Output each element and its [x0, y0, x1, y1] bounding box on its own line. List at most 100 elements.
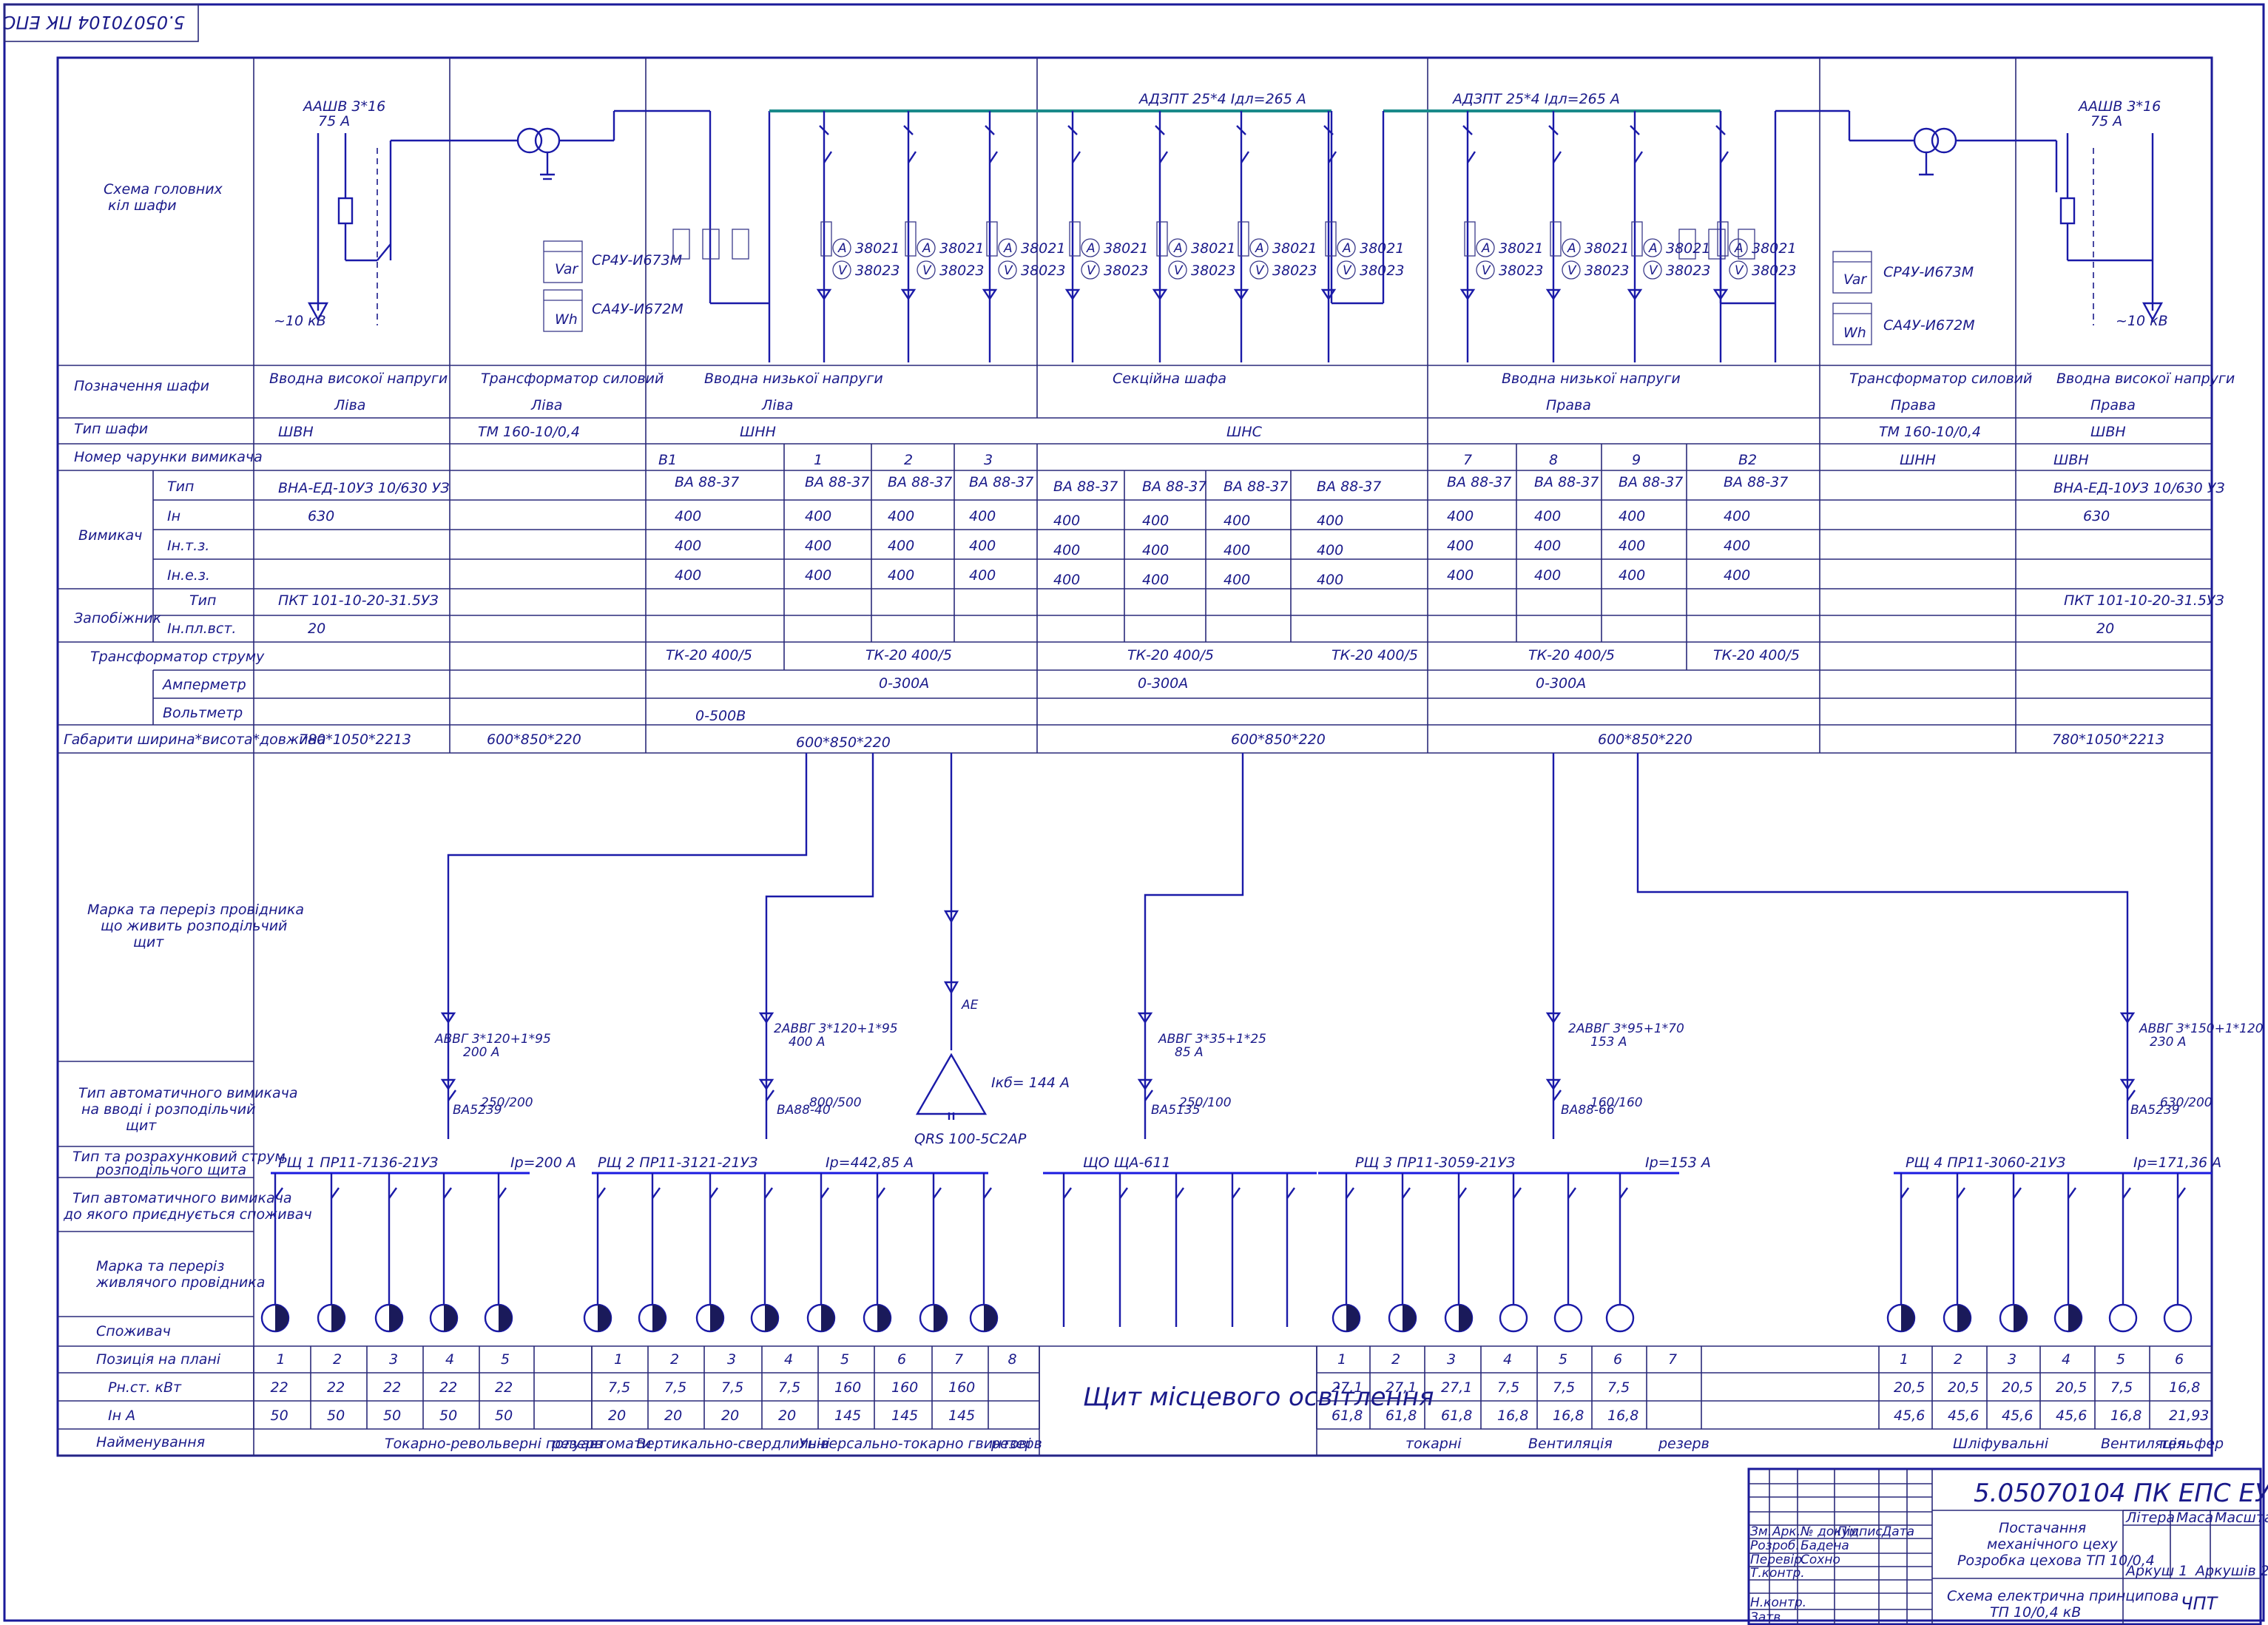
ct-icon-left-1 — [672, 229, 690, 260]
fuse-type-left: ПКТ 101-10-20-31.5УЗ — [278, 592, 439, 609]
power-cell: 20,5 — [1948, 1379, 1979, 1396]
voltmeter-icon — [1729, 260, 1748, 280]
current-cell: 50 — [383, 1408, 401, 1424]
position-cell: 4 — [784, 1351, 793, 1368]
row-breaker-iem-label: Iн.е.з. — [167, 567, 210, 584]
title-line4: Схема електрична принципова — [1947, 1588, 2178, 1604]
hv-right-current: 75 А — [2090, 113, 2122, 129]
voltmeter-code: 38023 — [1666, 263, 1710, 279]
motor-fill-icon — [598, 1305, 611, 1331]
capbank-current: Iкб= 144 А — [991, 1075, 1070, 1091]
brk4-value: 160/160 — [1590, 1095, 1643, 1110]
consumer-name: Вертикально-свердлильні — [636, 1436, 830, 1452]
brk5: ВА5239 — [2130, 1103, 2180, 1118]
voltmeter-icon — [1643, 260, 1662, 280]
mass: Маса — [2176, 1510, 2213, 1526]
brk-type-3: ВА 88-37 — [969, 474, 1033, 490]
breaker-current-400: 400 — [1447, 538, 1474, 554]
sheets: Аркушів 2 — [2194, 1563, 2268, 1579]
current-cell: 20 — [778, 1408, 796, 1424]
breaker-current-400: 400 — [1619, 508, 1645, 524]
voltmeter-icon — [1337, 260, 1356, 280]
wh-meter-left-name: СА4У-И672М — [592, 301, 684, 317]
brk-type-s4: ВА 88-37 — [1317, 479, 1381, 495]
ammeter-symbol: A — [1173, 241, 1183, 256]
outbreaker-label-1: Тип автоматичного вимикача — [72, 1190, 291, 1206]
dim-sectional: 600*850*220 — [1231, 732, 1326, 748]
ct-7: ТК-20 400/5 — [1528, 647, 1615, 663]
row-scheme-label-1: Схема головних — [104, 181, 223, 197]
motor-fill-icon — [1403, 1305, 1416, 1331]
power-cell: 7,5 — [1607, 1379, 1630, 1396]
cable5: АВВГ 3*150+1*120 — [2139, 1021, 2264, 1036]
hdr-ark: Арк. — [1772, 1524, 1800, 1539]
breaker-current-400: 400 — [1317, 513, 1343, 529]
bus-right-label: АДЗПТ 25*4 Iдл=265 А — [1451, 91, 1620, 107]
feeder-cable — [447, 753, 808, 1139]
capacitor-triangle-icon — [915, 1053, 988, 1115]
corner-stamp — [4, 4, 199, 42]
power-label: Pн.ст. кВт — [108, 1379, 182, 1396]
supply-label-2: живлячого провідника — [95, 1274, 265, 1291]
wh-meter-right-label: Wh — [1843, 325, 1866, 341]
brk-type-1: ВА 88-37 — [805, 474, 869, 490]
consumer-name: Універсально-токарно гвинтові — [799, 1436, 1031, 1452]
voltmeter-symbol: V — [838, 263, 848, 278]
position-cell: 4 — [445, 1351, 454, 1368]
amm-range-3: 0-300А — [1536, 675, 1586, 692]
role-tk: Т.контр. — [1750, 1566, 1805, 1581]
power-cell: 22 — [327, 1379, 345, 1396]
ammeter-icon — [1337, 238, 1356, 257]
current-cell: 50 — [495, 1408, 513, 1424]
motor-fill-icon — [934, 1305, 947, 1331]
inbreaker-label-2: на вводі і розподільчий — [81, 1101, 255, 1118]
position-cell: 2 — [1954, 1351, 1962, 1368]
capacitor-bank — [915, 855, 988, 1120]
cab-tr-right: Трансформатор силовий — [1849, 371, 2032, 387]
current-cell: 50 — [327, 1408, 345, 1424]
dim-hv-right: 780*1050*2213 — [2052, 732, 2164, 748]
feeder-label-1: Марка та переріз провідника — [87, 902, 304, 918]
fuse-in-right: 20 — [2096, 621, 2114, 637]
row-scheme-label-2: кіл шафи — [108, 197, 177, 214]
position-cell: 1 — [1337, 1351, 1346, 1368]
brk3: ВА5135 — [1151, 1103, 1201, 1118]
breaker-current-400: 400 — [1224, 513, 1250, 529]
corner-stamp-text: 5.05070104 ПК ЕПС ЕУ — [0, 12, 185, 33]
ammeter-icon — [917, 238, 936, 257]
outbreaker-label-2: до якого приєднується споживач — [63, 1206, 312, 1223]
dim-hv-left: 780*1050*2213 — [299, 732, 411, 748]
position-cell: 3 — [389, 1351, 398, 1368]
motor-fill-icon — [984, 1305, 997, 1331]
current-transformer-icon — [1156, 221, 1168, 257]
voltmeter-icon — [1476, 260, 1495, 280]
consumer-name: токарні — [1405, 1436, 1462, 1452]
motor-fill-icon — [877, 1305, 891, 1331]
motor-fill-icon — [1459, 1305, 1472, 1331]
ct-s2: ТК-20 400/5 — [1332, 647, 1418, 663]
consumer-name: Шліфувальні — [1953, 1436, 2049, 1452]
breaker-current-400: 400 — [1534, 538, 1561, 554]
ammeter-code: 38021 — [939, 240, 984, 257]
breaker-current-400: 400 — [1619, 567, 1645, 584]
current-transformer-icon — [1717, 221, 1729, 257]
cab-lv-left: Вводна низької напруги — [704, 371, 883, 387]
ammeter-icon — [1168, 238, 1187, 257]
consumer-name: Вентиляція — [2101, 1436, 2185, 1452]
ammeter-symbol: A — [922, 241, 931, 256]
calc-label-2: розподільчого щита — [95, 1162, 246, 1178]
volt-range: 0-500В — [695, 708, 746, 724]
feeder-cable — [765, 753, 874, 1139]
title-line1: Постачання — [1999, 1520, 2086, 1536]
voltmeter-icon — [1081, 260, 1100, 280]
type-shvn-left: ШВН — [278, 424, 314, 440]
scale: Масштаб — [2215, 1510, 2268, 1526]
wh-meter-right — [1832, 303, 1872, 345]
breaker-current-400: 400 — [1053, 513, 1080, 529]
ammeter-code: 38021 — [1584, 240, 1629, 257]
ammeter-code: 38021 — [855, 240, 900, 257]
position-cell: 6 — [2175, 1351, 2184, 1368]
row-breaker-type-label: Тип — [167, 479, 194, 495]
main-circuit-schematic: ~10 кВ ААШВ 3*16 75 А Var Wh СР4У-И673М … — [274, 91, 2168, 362]
